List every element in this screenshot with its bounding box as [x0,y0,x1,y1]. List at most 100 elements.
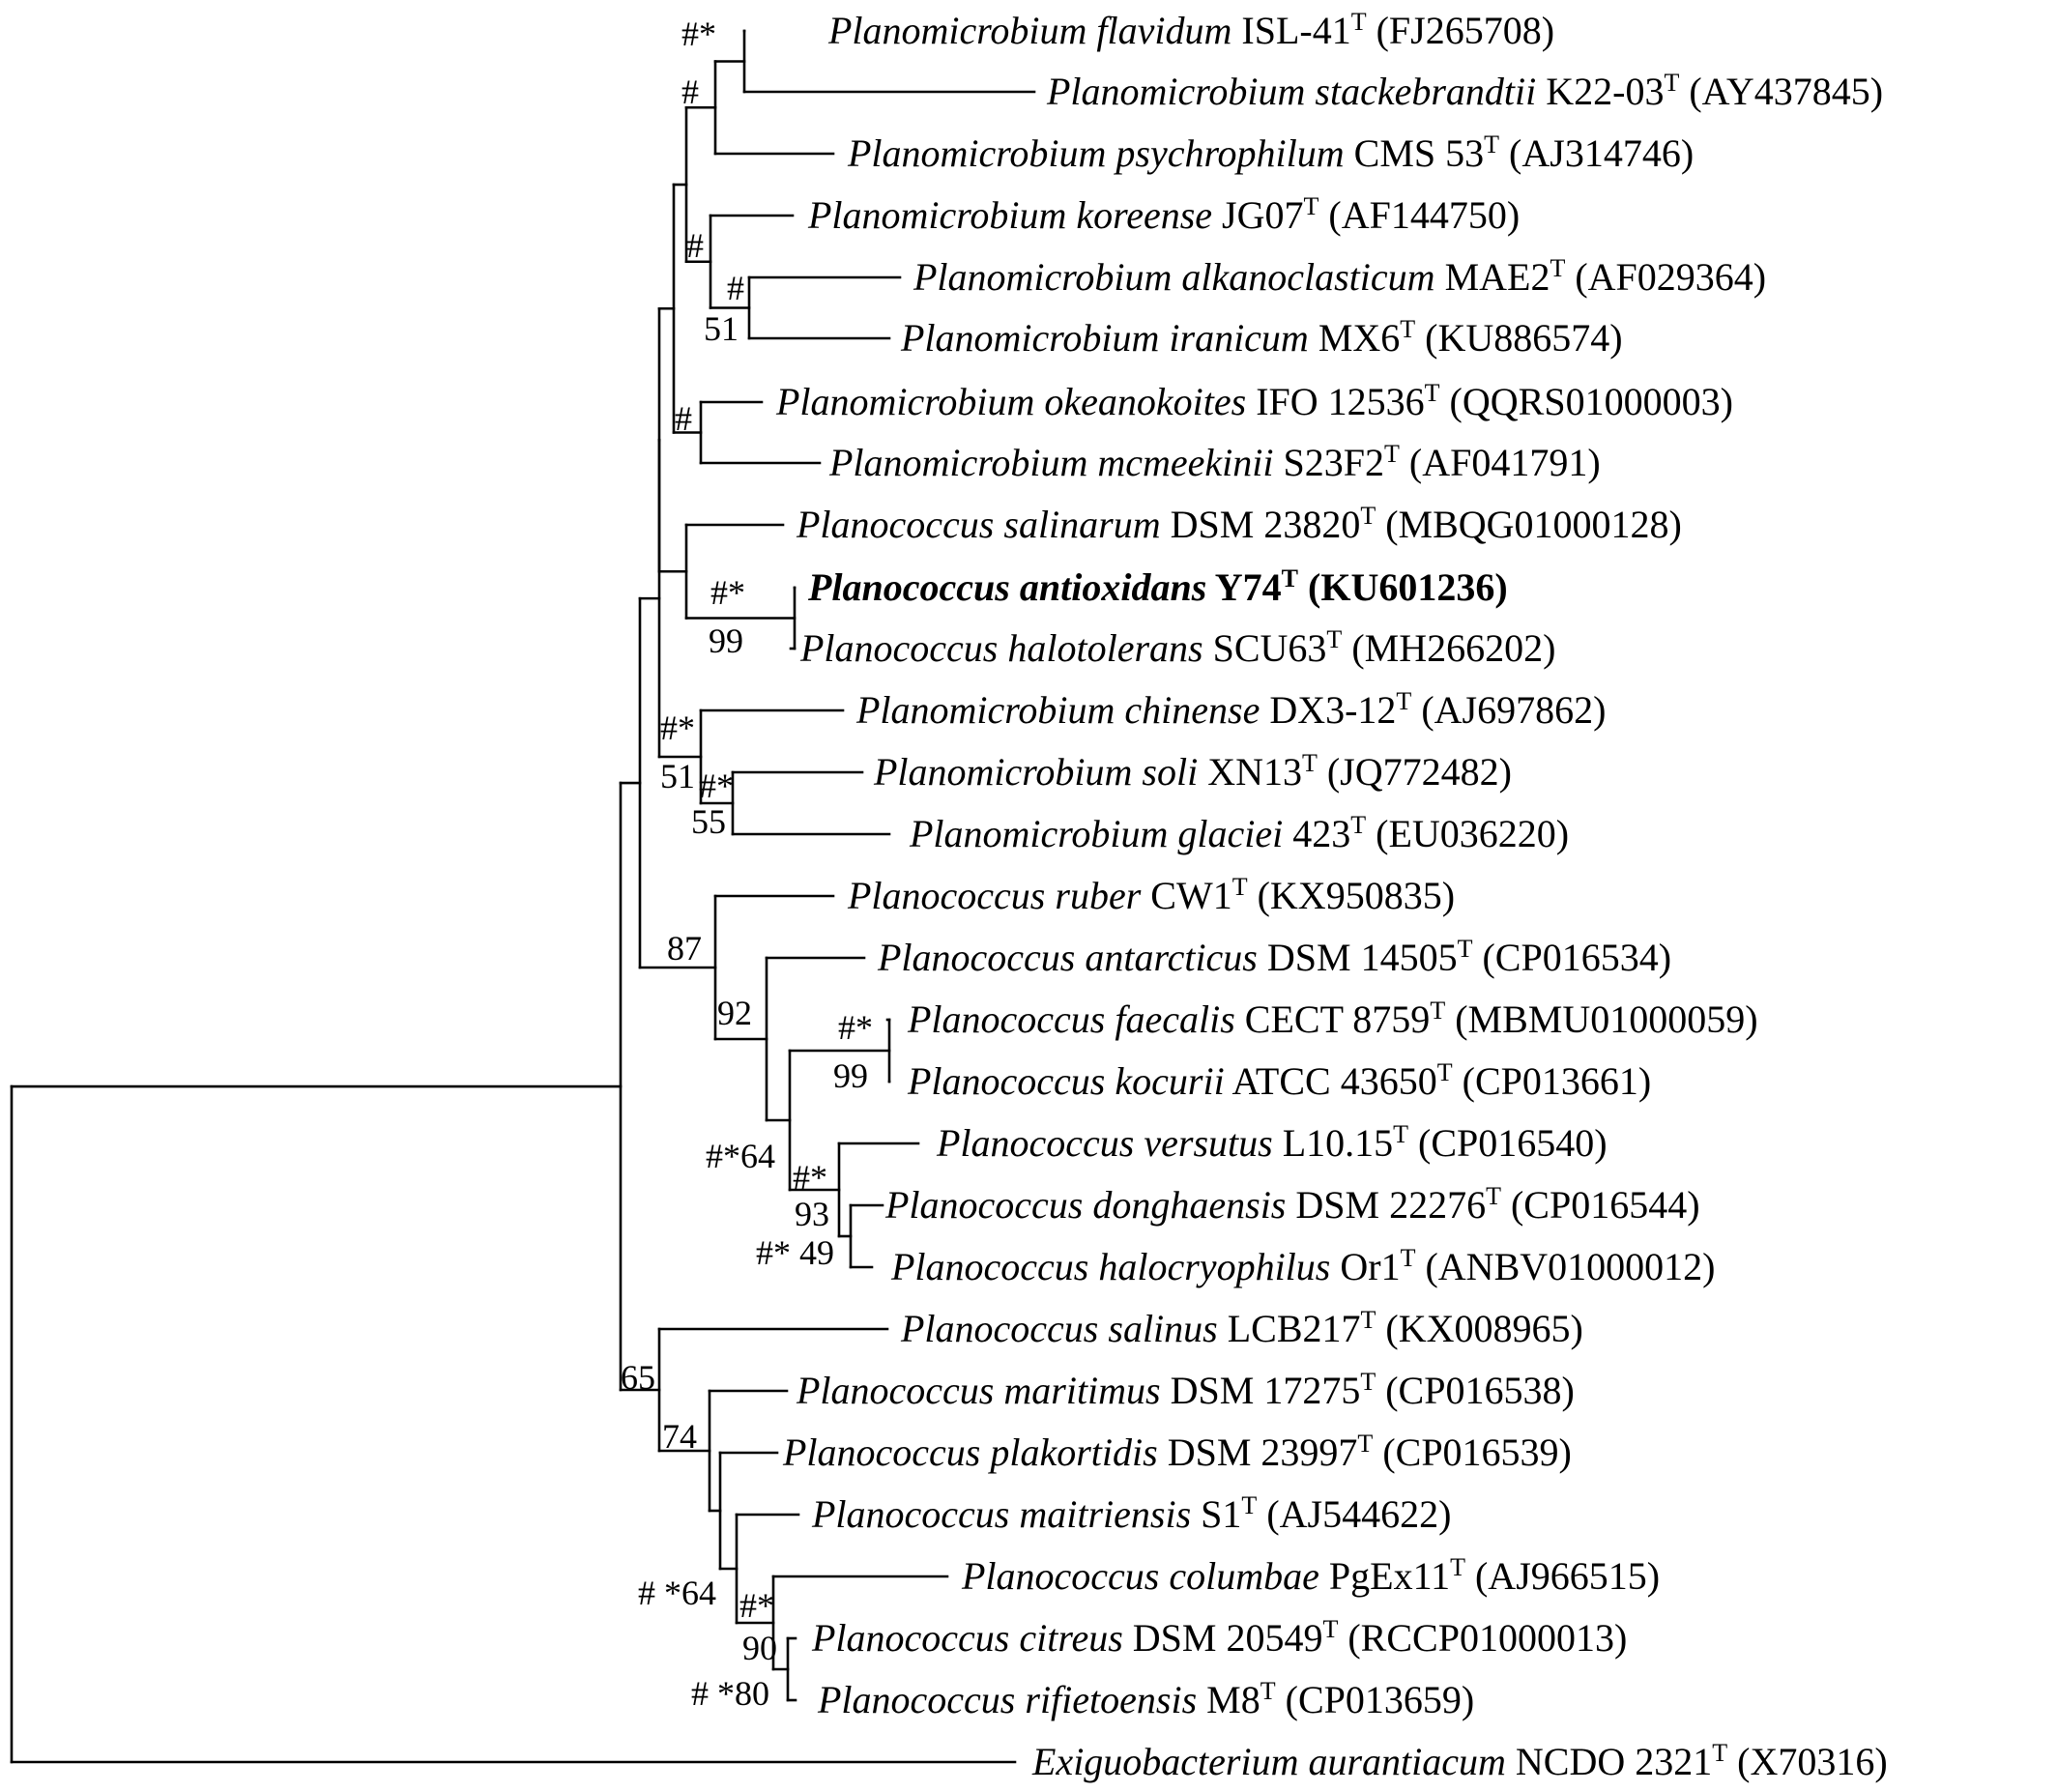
taxon-label: Planococcus kocurii ATCC 43650T (CP01366… [907,1058,1651,1103]
accession-number: (QQRS01000003) [1440,380,1733,423]
taxon-label: Planococcus antioxidans Y74T (KU601236) [807,564,1508,609]
bootstrap-support-label: 92 [717,994,752,1032]
strain-name: K22-03 [1536,70,1664,113]
accession-number: (AJ966515) [1465,1554,1660,1598]
taxon-label: Planococcus ruber CW1T (KX950835) [847,873,1455,917]
taxon-name: Planococcus halotolerans [799,626,1203,670]
taxon-label: Planococcus halotolerans SCU63T (MH26620… [799,625,1555,670]
taxon-name: Planococcus columbae [961,1554,1319,1598]
accession-number: (AY437845) [1679,70,1883,113]
strain-name: IFO 12536 [1246,380,1424,423]
type-strain-mark: T [1361,1306,1376,1334]
bootstrap-support-label: #* [660,708,695,747]
type-strain-mark: T [1400,315,1415,343]
taxon-label: Planococcus columbae PgEx11T (AJ966515) [961,1553,1660,1598]
strain-name: CMS 53 [1345,131,1485,175]
taxon-name: Planococcus ruber [847,874,1142,917]
accession-number: (RCCP01000013) [1338,1616,1627,1660]
strain-name: LCB217 [1218,1307,1361,1350]
taxon-name: Planococcus faecalis [907,997,1235,1041]
strain-name: Or1 [1330,1245,1400,1288]
taxon-name: Planomicrobium psychrophilum [847,131,1345,175]
type-strain-mark: T [1550,254,1565,282]
accession-number: (KU886574) [1415,316,1622,360]
strain-name: CECT 8759 [1235,997,1431,1041]
taxon-name: Planomicrobium chinense [855,688,1260,732]
accession-number: (KX950835) [1248,874,1455,917]
taxon-name: Planococcus antioxidans [807,565,1206,609]
accession-number: (X70316) [1727,1740,1888,1783]
type-strain-mark: T [1401,1244,1416,1272]
type-strain-mark: T [1712,1739,1727,1767]
taxon-name: Planococcus donghaensis [884,1183,1286,1227]
type-strain-mark: T [1664,69,1679,97]
taxon-label: Planococcus salinus LCB217T (KX008965) [900,1306,1583,1350]
accession-number: (KU601236) [1298,565,1508,609]
taxon-label: Planomicrobium psychrophilum CMS 53T (AJ… [847,130,1694,175]
accession-number: (CP016540) [1408,1121,1608,1165]
bootstrap-support-label: # [675,399,692,438]
taxon-name: Planococcus maritimus [796,1369,1161,1412]
strain-name: DSM 14505 [1258,936,1458,979]
strain-name: MX6 [1309,316,1400,360]
type-strain-mark: T [1393,1120,1408,1148]
accession-number: (AF041791) [1400,441,1601,484]
strain-name: XN13 [1198,750,1302,794]
type-strain-mark: T [1304,192,1319,220]
strain-name: L10.15 [1273,1121,1393,1165]
taxon-label: Planococcus versutus L10.15T (CP016540) [936,1120,1608,1165]
taxon-name: Exiguobacterium aurantiacum [1031,1740,1506,1783]
type-strain-mark: T [1241,1491,1257,1519]
accession-number: (KX008965) [1376,1307,1582,1350]
type-strain-mark: T [1458,935,1473,963]
strain-name: DSM 22276 [1286,1183,1486,1227]
taxon-label: Planomicrobium okeanokoites IFO 12536T (… [775,379,1733,423]
taxon-name: Planococcus versutus [936,1121,1273,1165]
accession-number: (ANBV01000012) [1415,1245,1715,1288]
taxon-label: Planomicrobium stackebrandtii K22-03T (A… [1046,69,1883,113]
bootstrap-support-label: #* [739,1586,774,1625]
strain-name: Y74 [1206,565,1281,609]
taxon-name: Planomicrobium koreense [807,193,1212,237]
strain-name: ATCC 43650 [1225,1059,1437,1103]
type-strain-mark: T [1350,811,1366,839]
accession-number: (MBQG01000128) [1376,503,1682,546]
strain-name: M8 [1197,1678,1260,1721]
strain-name: 423 [1283,812,1350,855]
accession-number: (AJ314746) [1499,131,1694,175]
type-strain-mark: T [1351,8,1367,36]
taxon-label: Planomicrobium soli XN13T (JQ772482) [873,749,1512,794]
strain-name: DX3-12 [1260,688,1396,732]
strain-name: S23F2 [1274,441,1385,484]
bootstrap-support-label: #* 49 [756,1233,834,1272]
taxon-name: Planococcus salinarum [796,503,1161,546]
taxon-name: Planomicrobium mcmeekinii [828,441,1274,484]
strain-name: DSM 23997 [1158,1431,1358,1474]
accession-number: (FJ265708) [1367,9,1554,52]
strain-name: DSM 20549 [1123,1616,1323,1660]
accession-number: (JQ772482) [1318,750,1512,794]
bootstrap-support-label: 55 [691,802,726,841]
type-strain-mark: T [1425,379,1440,407]
taxon-label: Planococcus plakortidis DSM 23997T (CP01… [782,1430,1572,1474]
taxon-name: Planococcus kocurii [907,1059,1225,1103]
bootstrap-support-label: 99 [833,1056,868,1095]
accession-number: (CP016544) [1501,1183,1700,1227]
accession-number: (CP016538) [1376,1369,1575,1412]
strain-name: ISL-41 [1231,9,1350,52]
accession-number: (CP013661) [1453,1059,1652,1103]
strain-name: DSM 17275 [1161,1369,1361,1412]
accession-number: (CP013659) [1276,1678,1475,1721]
strain-name: MAE2 [1435,255,1550,299]
accession-number: (CP016534) [1472,936,1671,979]
type-strain-mark: T [1450,1553,1465,1581]
taxon-label: Planomicrobium alkanoclasticum MAE2T (AF… [913,254,1766,299]
accession-number: (AF144750) [1318,193,1520,237]
accession-number: (AJ544622) [1257,1492,1451,1536]
taxon-label: Planococcus donghaensis DSM 22276T (CP01… [884,1182,1700,1227]
strain-name: SCU63 [1203,626,1327,670]
taxon-label: Planococcus halocryophilus Or1T (ANBV010… [890,1244,1715,1288]
bootstrap-support-label: 51 [704,309,739,348]
taxon-name: Planococcus maitriensis [811,1492,1191,1536]
type-strain-mark: T [1260,1677,1276,1705]
